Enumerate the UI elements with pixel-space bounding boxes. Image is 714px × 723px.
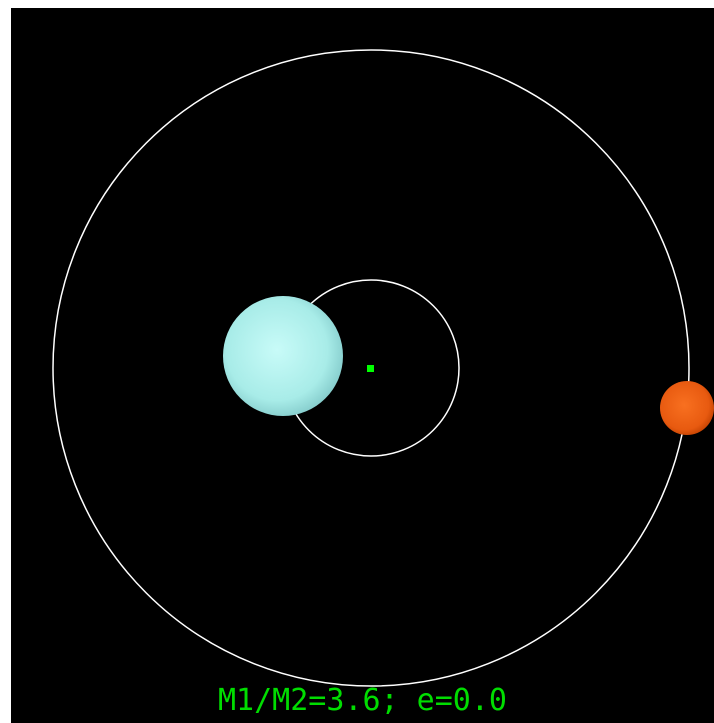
- mass-ratio-eccentricity-label: M1/M2=3.6; e=0.0: [218, 683, 507, 718]
- orbit-diagram: [52, 49, 714, 687]
- secondary-star: [660, 381, 714, 435]
- outer-orbit-path: [52, 49, 690, 687]
- simulation-canvas: M1/M2=3.6; e=0.0: [11, 8, 714, 723]
- primary-star: [223, 296, 343, 416]
- center-of-mass-marker: [367, 365, 374, 372]
